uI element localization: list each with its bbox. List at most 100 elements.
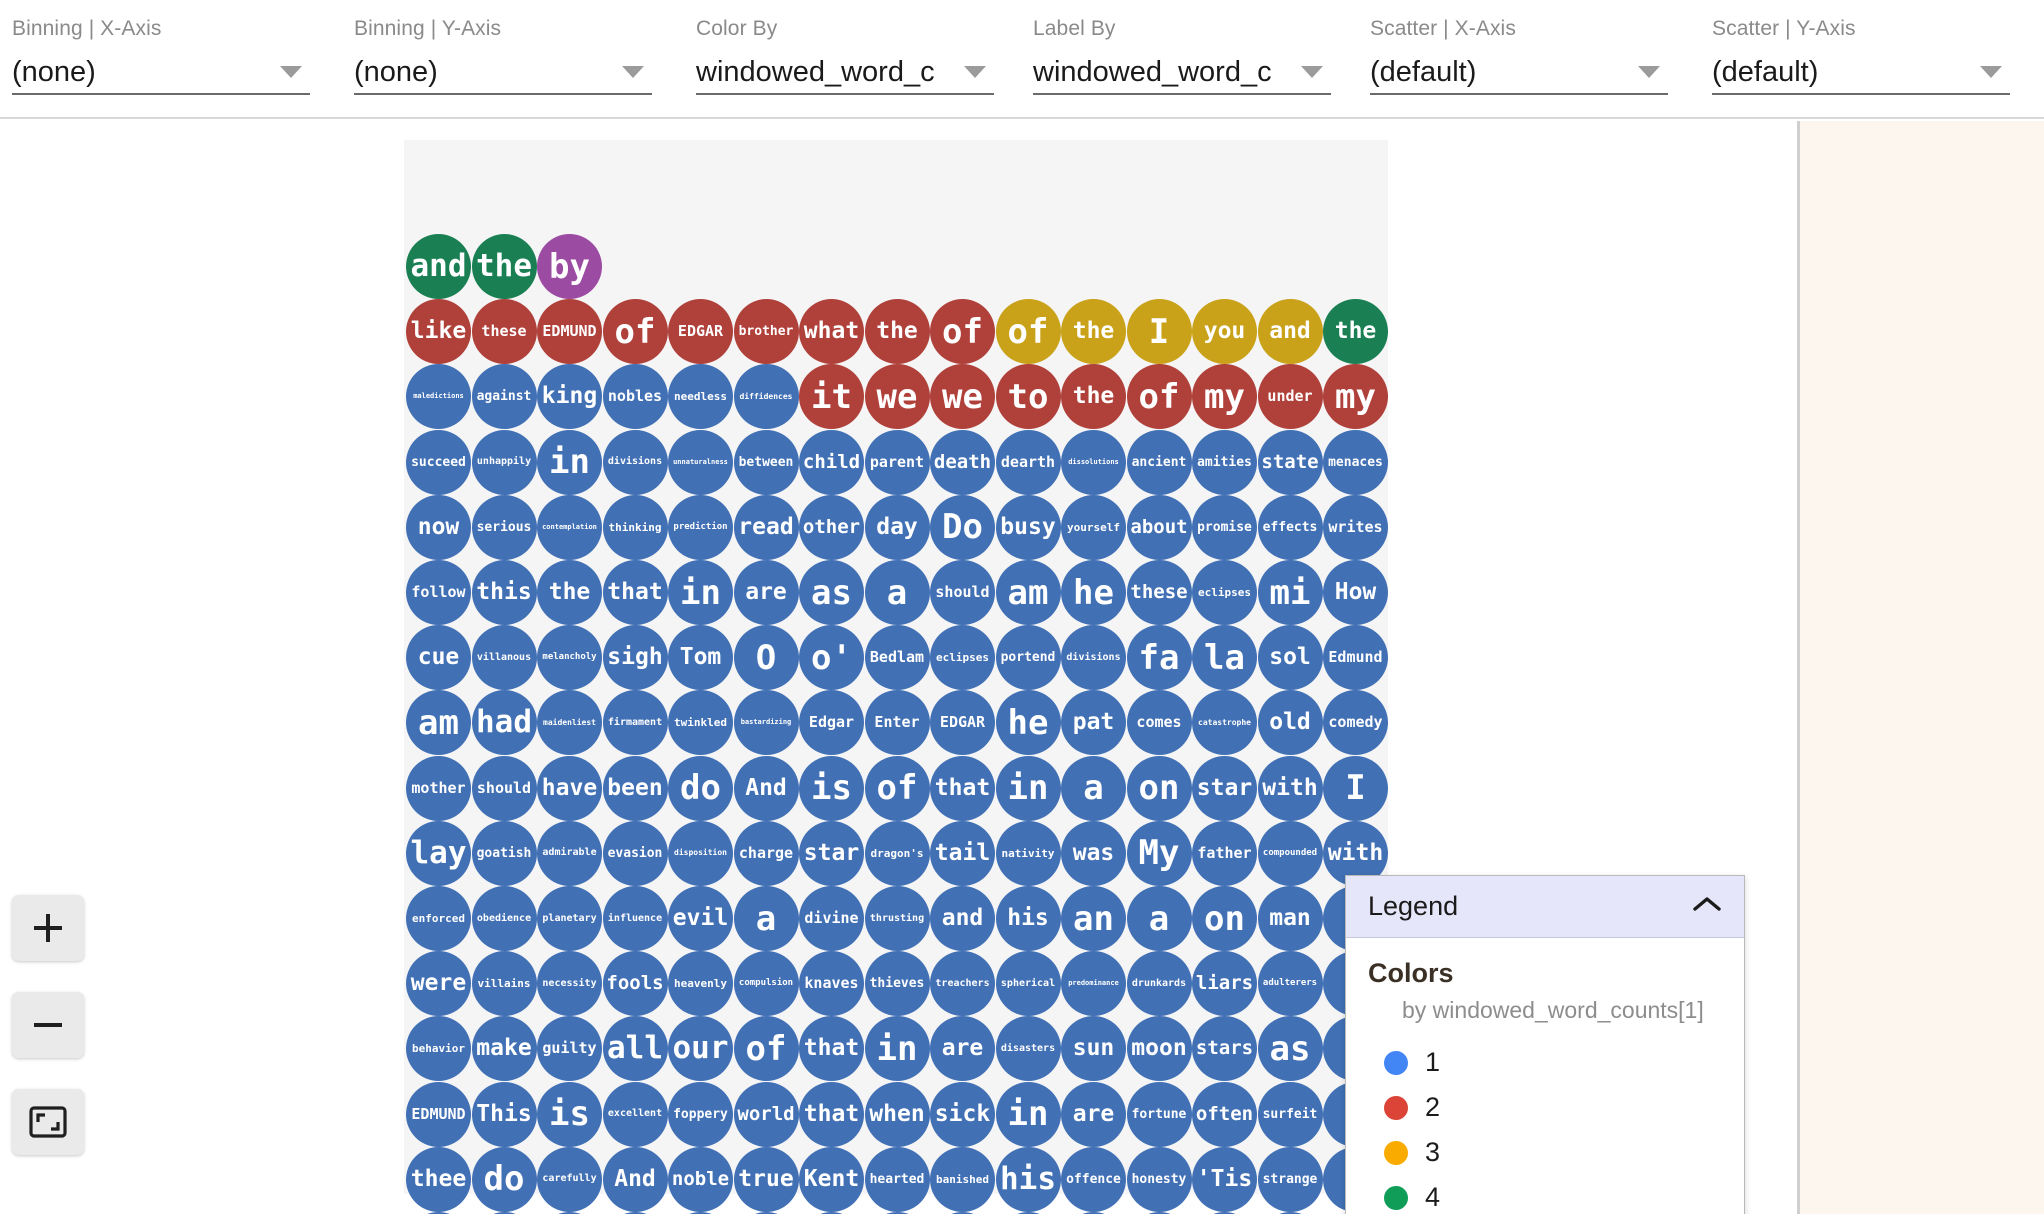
bubble-point[interactable]: succeed — [406, 429, 471, 495]
bubble-point[interactable]: in — [537, 429, 602, 495]
bubble-point[interactable]: How — [1323, 560, 1388, 625]
bubble-point[interactable]: true — [733, 1146, 799, 1212]
bubble-point[interactable]: the — [1061, 364, 1126, 430]
chevron-down-icon[interactable] — [280, 66, 302, 78]
bubble-point[interactable]: And — [733, 755, 799, 821]
bubble-point[interactable]: cue — [406, 625, 471, 691]
bubble-point[interactable]: o' — [799, 625, 864, 691]
bubble-point[interactable]: hearted — [864, 1146, 930, 1212]
bubble-point[interactable]: fools — [602, 951, 668, 1017]
bubble-point[interactable]: is — [537, 1081, 602, 1147]
bubble-point[interactable]: often — [1192, 1081, 1257, 1147]
bubble-point[interactable]: old — [1257, 690, 1323, 756]
chevron-up-icon[interactable] — [1692, 895, 1722, 918]
bubble-point[interactable]: death — [930, 429, 995, 495]
bubble-point[interactable]: surfeit — [1257, 1081, 1323, 1147]
bubble-point[interactable]: EDMUND — [406, 1081, 471, 1147]
bubble-point[interactable]: stars — [1192, 1016, 1257, 1082]
bubble-point[interactable]: nobles — [602, 364, 668, 430]
bubble-point[interactable]: and — [406, 234, 471, 299]
bubble-point[interactable]: And — [602, 1146, 668, 1212]
bubble-point[interactable]: treachery — [406, 1212, 471, 1214]
bubble-point[interactable]: his — [995, 886, 1061, 951]
bubble-point[interactable]: sol — [1257, 625, 1323, 691]
control-select-label-by[interactable]: windowed_word_c — [1033, 51, 1331, 95]
bubble-point[interactable]: carefully — [537, 1146, 602, 1212]
bubble-point[interactable]: this — [471, 560, 537, 625]
bubble-point[interactable]: all — [602, 1016, 668, 1082]
bubble-point[interactable]: we — [930, 364, 995, 430]
bubble-point[interactable]: unhappily — [471, 429, 537, 495]
bubble-point[interactable]: of — [733, 1016, 799, 1082]
bubble-point[interactable]: heavenly — [668, 951, 733, 1017]
bubble-point[interactable]: as — [799, 560, 864, 625]
chevron-down-icon[interactable] — [622, 66, 644, 78]
bubble-point[interactable]: necessity — [537, 951, 602, 1017]
bubble-point[interactable]: the — [471, 234, 537, 299]
bubble-point[interactable]: prediction — [668, 494, 733, 560]
bubble-point[interactable]: tail — [930, 820, 995, 886]
bubble-point[interactable]: divisions — [602, 429, 668, 495]
bubble-point[interactable]: lay — [406, 820, 471, 886]
bubble-point[interactable]: needless — [668, 364, 733, 430]
bubble-point[interactable]: in — [864, 1016, 930, 1082]
bubble-point[interactable]: and — [930, 886, 995, 951]
bubble-point[interactable]: his — [995, 1146, 1061, 1212]
bubble-point[interactable]: an — [1061, 886, 1126, 951]
bubble-point[interactable]: 'Tis — [1192, 1146, 1257, 1212]
bubble-point[interactable]: brother — [733, 299, 799, 365]
bubble-point[interactable]: goatish — [471, 820, 537, 886]
bubble-point[interactable]: Edmund — [1323, 625, 1388, 691]
bubble-point[interactable]: strange — [1257, 1146, 1323, 1212]
bubble-point[interactable]: diffidences — [733, 364, 799, 430]
bubble-point[interactable]: compounded — [1257, 820, 1323, 886]
bubble-point[interactable]: nativity — [995, 820, 1061, 886]
bubble-point[interactable]: Do — [930, 494, 995, 560]
bubble-point[interactable]: about — [1126, 494, 1192, 560]
bubble-point[interactable]: sun — [1061, 1016, 1126, 1082]
bubble-point[interactable]: promise — [1192, 494, 1257, 560]
bubble-point[interactable]: and — [1061, 1212, 1126, 1214]
bubble-point[interactable]: banished — [930, 1146, 995, 1212]
bubble-point[interactable]: man — [1257, 886, 1323, 951]
bubble-point[interactable]: when — [864, 1081, 930, 1147]
bubble-point[interactable]: thee — [406, 1146, 471, 1212]
legend-header[interactable]: Legend — [1346, 876, 1744, 938]
bubble-point[interactable]: eclipses — [1192, 560, 1257, 625]
bubble-point[interactable]: foppery — [668, 1081, 733, 1147]
bubble-point[interactable]: honesty — [1126, 1146, 1192, 1212]
bubble-point[interactable]: he — [995, 690, 1061, 756]
bubble-point[interactable]: compulsion — [733, 951, 799, 1017]
bubble-point[interactable]: we — [864, 364, 930, 430]
control-select-color-by[interactable]: windowed_word_c — [696, 51, 994, 95]
bubble-point[interactable]: do — [668, 755, 733, 821]
bubble-point[interactable]: against — [471, 364, 537, 430]
bubble-point[interactable]: a — [733, 886, 799, 951]
bubble-point[interactable]: This — [471, 1081, 537, 1147]
bubble-point[interactable]: in — [995, 755, 1061, 821]
bubble-point[interactable]: Edgar — [799, 690, 864, 756]
bubble-point[interactable]: I — [1126, 299, 1192, 365]
bubble-point[interactable]: you — [1192, 299, 1257, 365]
bubble-point[interactable]: were — [406, 951, 471, 1017]
bubble-point[interactable]: eclipses — [930, 625, 995, 691]
bubble-point[interactable]: my — [1192, 364, 1257, 430]
bubble-point[interactable]: under — [1257, 364, 1323, 430]
bubble-point[interactable]: disposition — [668, 820, 733, 886]
bubble-point[interactable]: EDMUND — [537, 299, 602, 365]
bubble-point[interactable]: to — [995, 364, 1061, 430]
bubble-point[interactable]: all — [602, 1212, 668, 1214]
bubble-point[interactable]: firmament — [602, 690, 668, 756]
bubble-point[interactable]: with — [1323, 820, 1388, 886]
bubble-point[interactable]: noble — [668, 1146, 733, 1212]
bubble-point[interactable]: villanous — [471, 625, 537, 691]
bubble-point[interactable]: should — [471, 755, 537, 821]
bubble-point[interactable]: sick — [930, 1081, 995, 1147]
bubble-point[interactable]: catastrophe — [1192, 690, 1257, 756]
bubble-point[interactable]: day — [864, 494, 930, 560]
bubble-point[interactable]: in — [995, 1081, 1061, 1147]
bubble-point[interactable]: I — [1323, 755, 1388, 821]
bubble-point[interactable]: dragon's — [864, 820, 930, 886]
bubble-point[interactable]: la — [1192, 625, 1257, 691]
bubble-point[interactable]: our — [668, 1016, 733, 1082]
